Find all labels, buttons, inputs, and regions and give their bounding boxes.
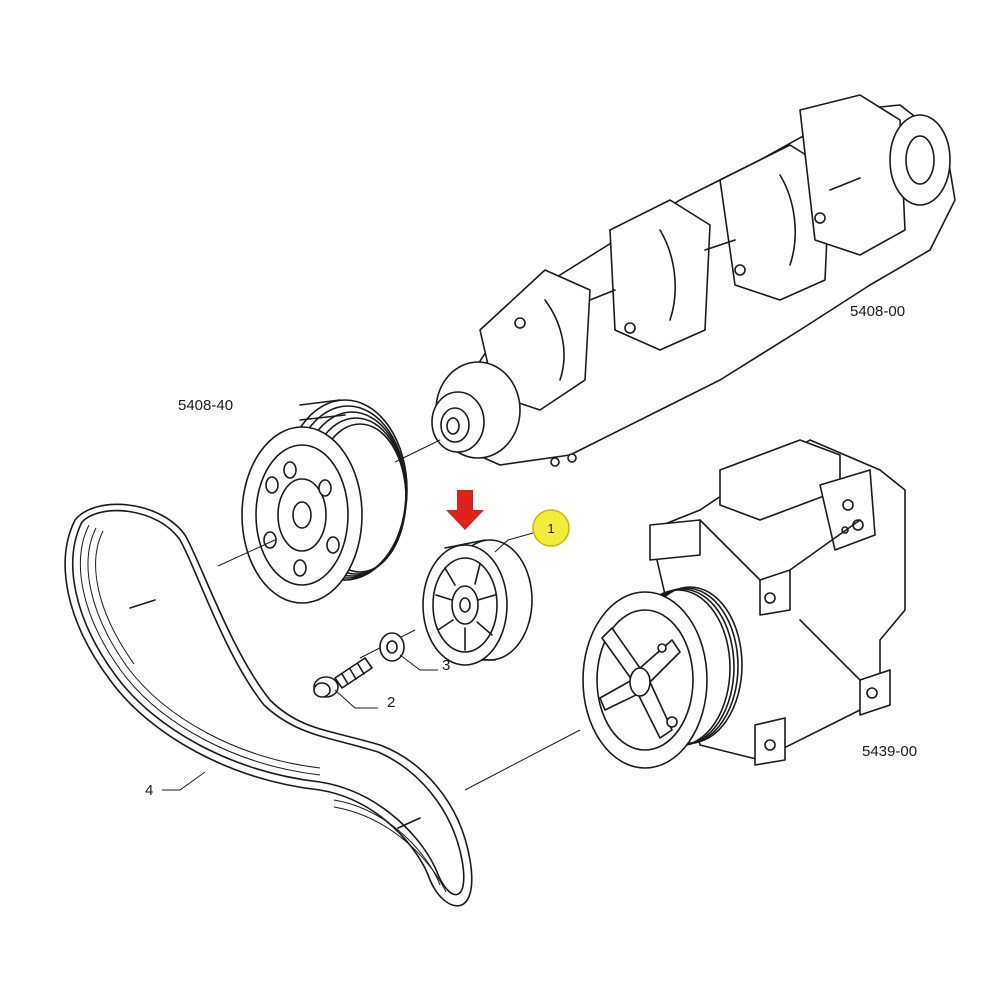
damper-pulley-label: 5408-40 <box>178 397 233 414</box>
idler-pulley <box>422 539 533 666</box>
crankshaft-label: 5408-00 <box>850 303 905 320</box>
poly-v-belt <box>64 503 473 907</box>
washer <box>379 632 405 662</box>
red-arrow-icon <box>446 490 484 530</box>
callout-2-label: 2 <box>387 694 395 711</box>
compressor-label: 5439-00 <box>862 743 917 760</box>
callout-1-number: 1 <box>547 521 554 536</box>
ac-compressor <box>582 439 906 769</box>
callout-3-label: 3 <box>442 657 450 674</box>
callout-1-highlight: 1 <box>494 509 570 553</box>
bolt <box>313 657 373 698</box>
damper-pulley <box>241 399 408 604</box>
crankshaft <box>431 94 956 467</box>
leader-lines <box>162 654 438 791</box>
callout-4-label: 4 <box>145 782 153 799</box>
